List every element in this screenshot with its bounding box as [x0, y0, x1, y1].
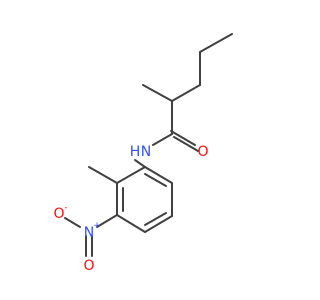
bond-layer — [64, 33, 233, 257]
bond-nitro-single — [64, 217, 81, 228]
bond-c2-c3 — [171, 84, 201, 102]
ring-double-3 — [144, 173, 167, 187]
atom-nitro-nitrogen: N — [84, 225, 94, 241]
atom-amide-nitrogen: N — [141, 144, 151, 160]
atom-labels: H N O N + O O - — [53, 144, 208, 274]
bond-c2-methyl — [142, 84, 173, 102]
bond-carbonyl-a — [170, 130, 196, 146]
atom-nitro-oxygen-single: O — [53, 206, 64, 222]
ring-bond-1 — [116, 166, 146, 184]
nitro-nitrogen-charge: + — [93, 221, 101, 231]
atom-amide-nitrogen-hydrogen: H — [130, 144, 141, 160]
atom-carbonyl-oxygen: O — [197, 144, 208, 160]
bond-c4-c5 — [199, 33, 233, 53]
nitro-oxygen-charge: - — [64, 203, 67, 213]
ring-bond-6 — [144, 166, 173, 184]
bond-carbonyl-b — [173, 136, 199, 152]
bond-ring-methyl — [88, 166, 118, 184]
bond-n-ring — [134, 159, 146, 168]
ring-bond-3 — [116, 214, 146, 233]
bond-c1-n — [152, 133, 173, 146]
ring-bond-4 — [144, 215, 173, 233]
ring-double-2 — [144, 212, 167, 226]
molecule-structure: H N O N + O O - — [53, 33, 233, 274]
atom-nitro-oxygen-double: O — [83, 258, 94, 274]
bond-ring-nitro — [96, 214, 118, 228]
